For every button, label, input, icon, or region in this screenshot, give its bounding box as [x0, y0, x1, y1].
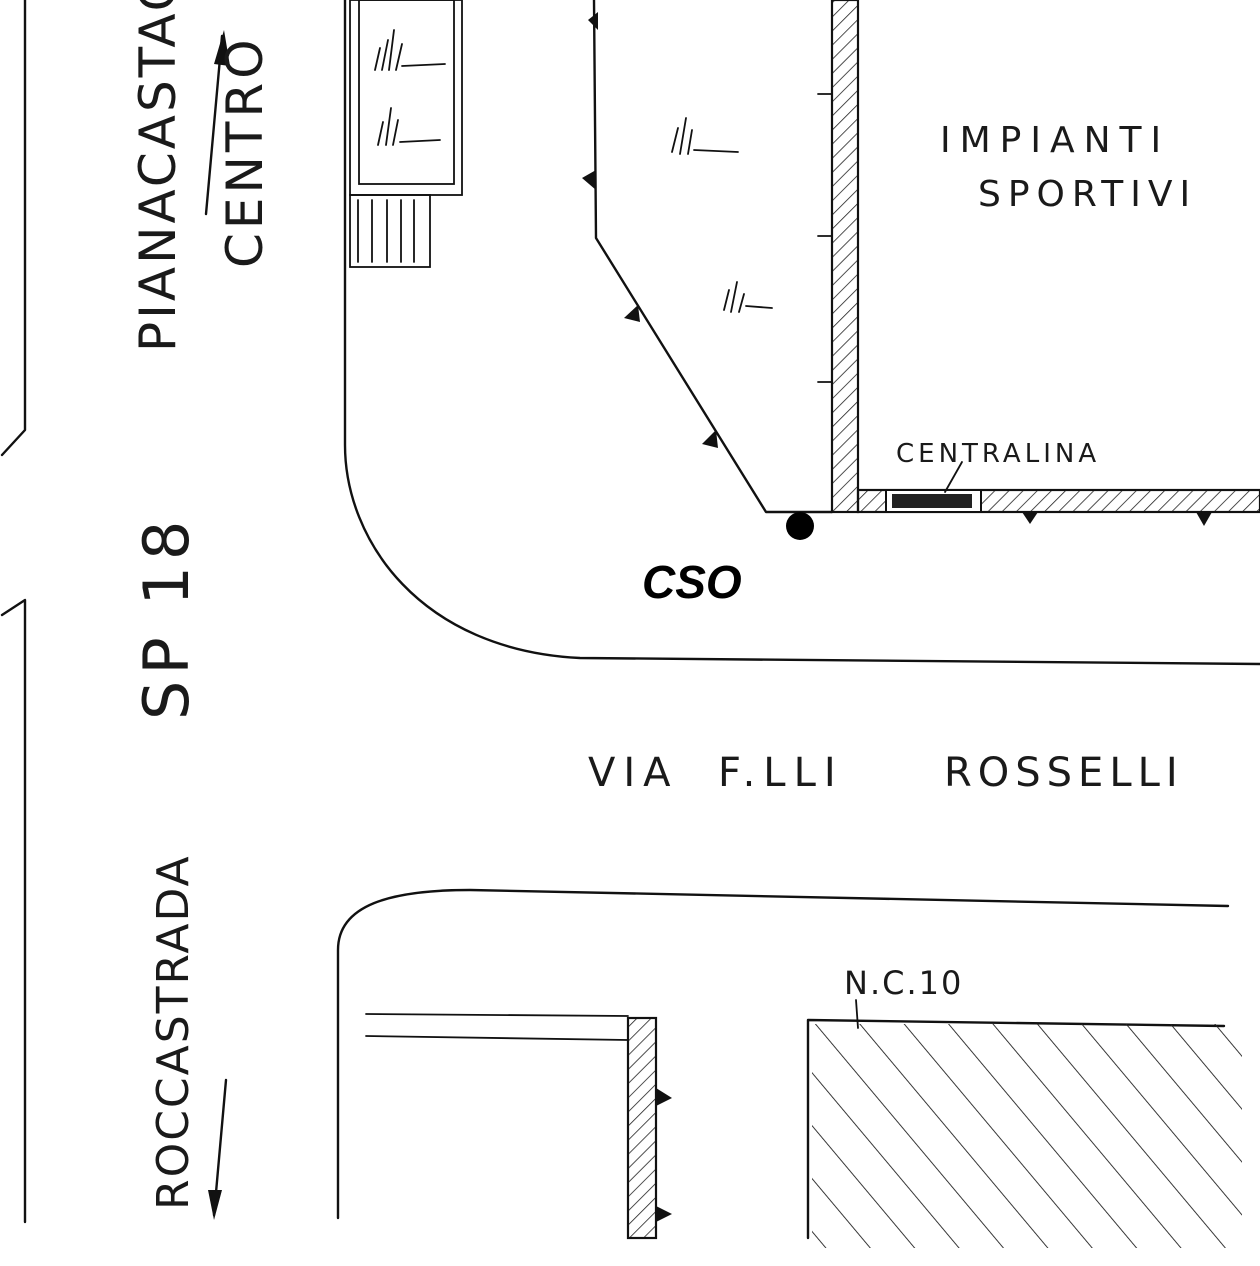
sp18-road-edges [0, 0, 27, 1224]
label-roccastrada: ROCCASTRADA [148, 854, 199, 1210]
south-block-outline [336, 888, 1230, 1220]
arrow-up-icon [204, 30, 230, 216]
arrow-down-icon [208, 1078, 228, 1220]
label-pianacastagna: PIANACASTAGNA [129, 0, 187, 352]
nc10-building [806, 999, 1242, 1248]
north-block-outline [343, 0, 1260, 666]
label-nc10: N.C.10 [844, 964, 963, 1002]
label-sportivi: SPORTIVI [978, 174, 1197, 215]
grass-icon [671, 117, 773, 313]
planter-boxes [349, 0, 463, 268]
street-label-rosselli: ROSSELLI [944, 750, 1184, 796]
centralina-box [885, 461, 982, 513]
cso-marker-icon[interactable] [786, 512, 814, 540]
south-left-building [365, 1013, 672, 1240]
street-label-filli: F.LLI [718, 750, 844, 796]
label-impianti: IMPIANTI [940, 120, 1170, 161]
green-area-outline [582, 0, 834, 514]
label-sp18: SP 18 [130, 515, 203, 720]
label-cso: CSO [642, 556, 742, 608]
grass-icon [374, 29, 446, 146]
label-centralina: CENTRALINA [896, 439, 1100, 469]
label-centro: CENTRO [216, 35, 274, 268]
street-label-via: VIA [588, 750, 679, 796]
